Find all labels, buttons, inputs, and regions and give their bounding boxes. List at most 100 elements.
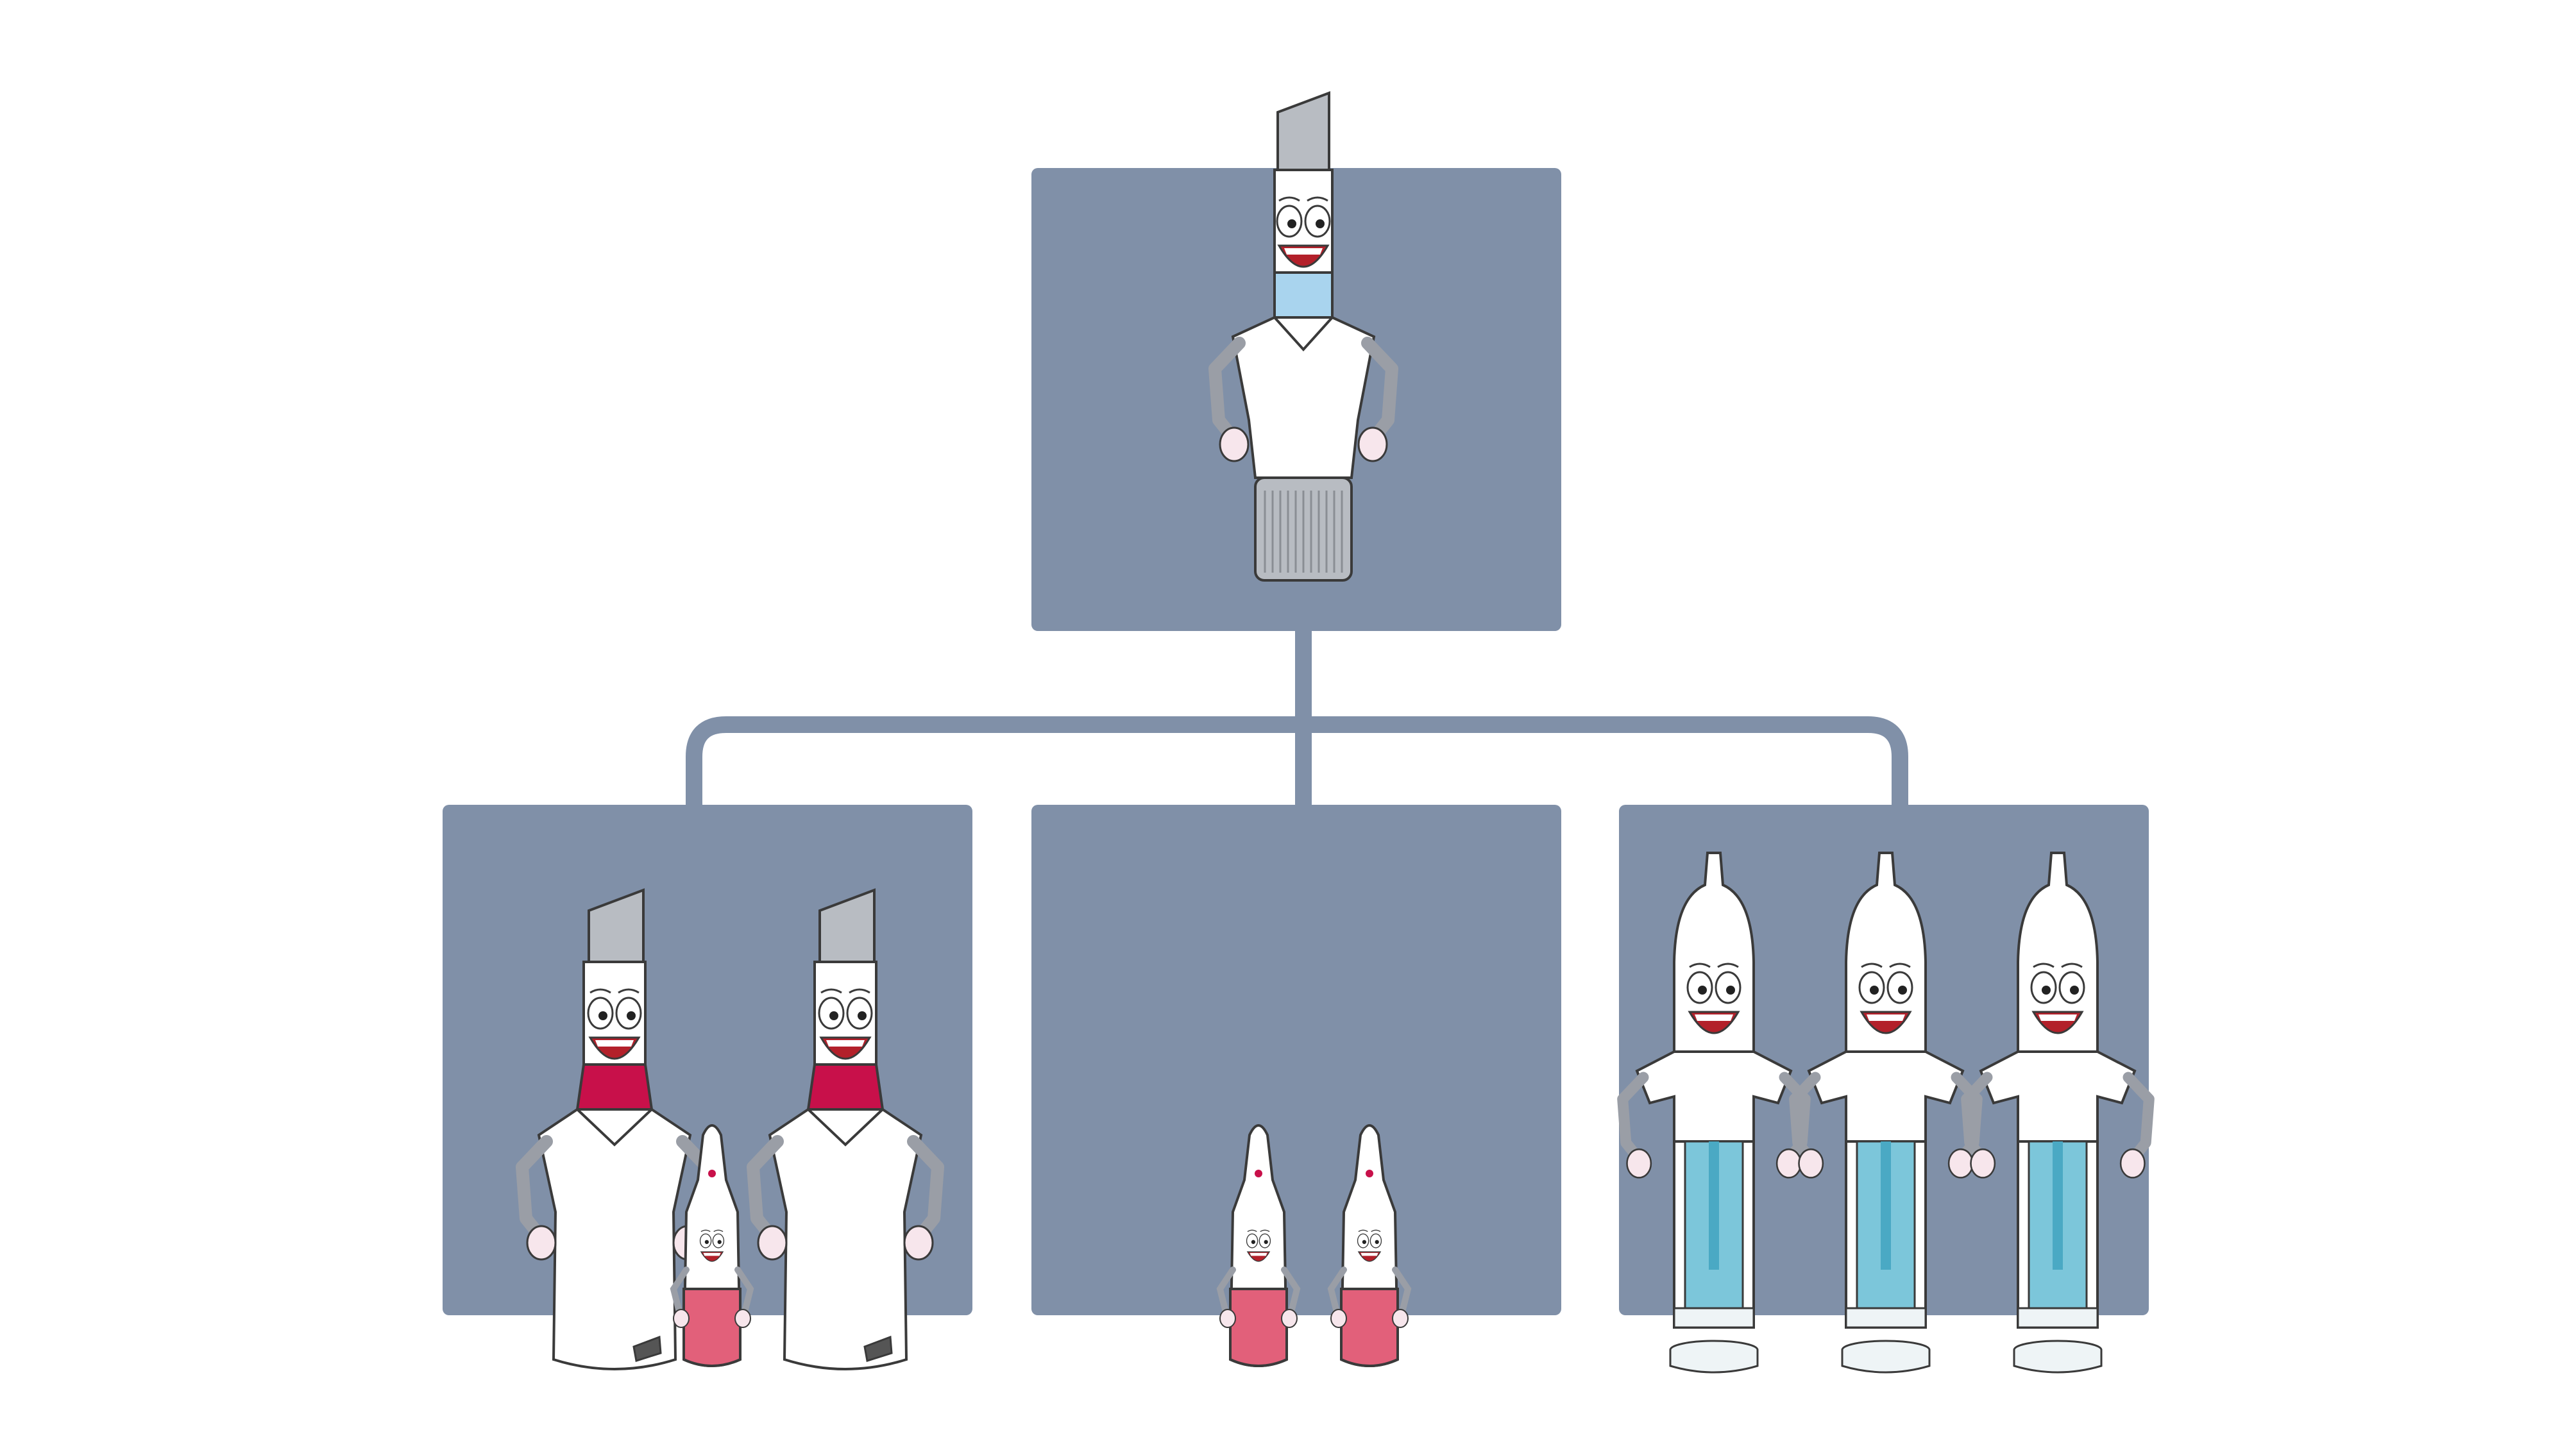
eyebrow bbox=[2033, 963, 2055, 968]
teeth bbox=[1284, 248, 1323, 255]
liquid bbox=[1229, 1288, 1288, 1367]
eyebrow bbox=[1689, 963, 1711, 968]
glove bbox=[1775, 1148, 1802, 1179]
teeth bbox=[595, 1040, 634, 1047]
eyebrow bbox=[618, 988, 640, 994]
glove bbox=[1798, 1148, 1824, 1179]
pupil bbox=[2042, 986, 2051, 995]
eyebrow bbox=[1371, 1229, 1381, 1233]
syringe-character-icon bbox=[1617, 852, 1811, 1374]
character-face bbox=[1357, 1229, 1382, 1262]
character-face bbox=[699, 1229, 725, 1262]
pupil bbox=[1264, 1240, 1268, 1244]
teeth bbox=[2038, 1014, 2077, 1021]
break-dot bbox=[1366, 1170, 1373, 1177]
eyebrow bbox=[849, 988, 870, 994]
base-ring bbox=[1841, 1350, 1931, 1374]
eyebrow bbox=[1358, 1229, 1368, 1233]
arm bbox=[1281, 1266, 1301, 1318]
eyebrow bbox=[1717, 963, 1739, 968]
pupil bbox=[1870, 986, 1879, 995]
collar-ring bbox=[1673, 1307, 1755, 1329]
liquid bbox=[682, 1288, 741, 1367]
eyebrow bbox=[1861, 963, 1883, 968]
glove bbox=[757, 1225, 788, 1261]
pupil bbox=[598, 1011, 607, 1020]
glove bbox=[526, 1225, 557, 1261]
teeth bbox=[1867, 1014, 1905, 1021]
teeth bbox=[703, 1252, 721, 1256]
connector-branch bbox=[686, 716, 1908, 805]
ampoule-character-icon bbox=[1327, 1124, 1412, 1367]
arm bbox=[670, 1266, 690, 1318]
plunger-rod bbox=[1709, 1141, 1719, 1270]
teeth bbox=[1695, 1014, 1733, 1021]
body bbox=[537, 1108, 692, 1370]
teeth bbox=[826, 1040, 865, 1047]
characters-layer bbox=[516, 91, 2155, 1374]
glove bbox=[903, 1225, 934, 1261]
pupil bbox=[2070, 986, 2079, 995]
arm bbox=[1392, 1266, 1412, 1318]
break-dot bbox=[1255, 1170, 1262, 1177]
pupil bbox=[1698, 986, 1707, 995]
middle-box-panel bbox=[1031, 805, 1561, 1315]
base-ring bbox=[1669, 1350, 1759, 1374]
collar-ring bbox=[1845, 1307, 1927, 1329]
character-face bbox=[1858, 963, 1913, 1034]
pupil bbox=[1251, 1240, 1256, 1244]
middle-box bbox=[1031, 805, 1561, 1315]
glove bbox=[1281, 1309, 1298, 1328]
collar bbox=[1273, 316, 1334, 351]
tshirt bbox=[1807, 1050, 1965, 1143]
eyebrow bbox=[1247, 1229, 1257, 1233]
collar bbox=[807, 1108, 884, 1147]
shirt bbox=[1231, 316, 1376, 479]
collar-ring bbox=[2017, 1307, 2099, 1329]
ampoule-character-icon bbox=[670, 1124, 754, 1367]
base-notch bbox=[632, 1335, 662, 1362]
glove bbox=[1330, 1309, 1347, 1328]
body bbox=[768, 1108, 923, 1370]
pupil bbox=[1316, 219, 1325, 228]
character-face bbox=[1246, 1229, 1271, 1262]
eyebrow bbox=[820, 988, 842, 994]
blue-band bbox=[1273, 271, 1334, 319]
eyebrow bbox=[1889, 963, 1911, 968]
pupil bbox=[1362, 1240, 1367, 1244]
collar bbox=[576, 1108, 653, 1147]
glove bbox=[1970, 1148, 1996, 1179]
pupil bbox=[704, 1240, 709, 1244]
character-face bbox=[587, 988, 642, 1060]
glove bbox=[1219, 1309, 1236, 1328]
arm bbox=[734, 1266, 754, 1318]
tree-connectors bbox=[686, 631, 1908, 805]
red-band bbox=[575, 1063, 654, 1111]
break-dot bbox=[708, 1170, 716, 1177]
plunger-rod bbox=[1881, 1141, 1891, 1270]
pupil bbox=[717, 1240, 722, 1244]
character-face bbox=[818, 988, 873, 1060]
bottle-character-icon bbox=[747, 888, 944, 1370]
teeth bbox=[1250, 1252, 1267, 1256]
glove bbox=[1392, 1309, 1409, 1328]
vial-character-icon bbox=[1208, 91, 1398, 582]
syringe-character-icon bbox=[1961, 852, 2155, 1374]
glove bbox=[1219, 426, 1250, 462]
teeth bbox=[1360, 1252, 1378, 1256]
arm bbox=[1216, 1266, 1236, 1318]
glove bbox=[734, 1309, 751, 1328]
pupil bbox=[1287, 219, 1296, 228]
arm bbox=[1327, 1266, 1347, 1318]
pupil bbox=[829, 1011, 838, 1020]
eyebrow bbox=[1278, 196, 1300, 202]
pupil bbox=[1726, 986, 1735, 995]
character-face bbox=[2030, 963, 2085, 1034]
plunger-rod bbox=[2053, 1141, 2063, 1270]
pupil bbox=[1898, 986, 1907, 995]
eyebrow bbox=[2061, 963, 2083, 968]
glove bbox=[1947, 1148, 1974, 1179]
tshirt bbox=[1635, 1050, 1793, 1143]
base-notch bbox=[863, 1335, 893, 1362]
